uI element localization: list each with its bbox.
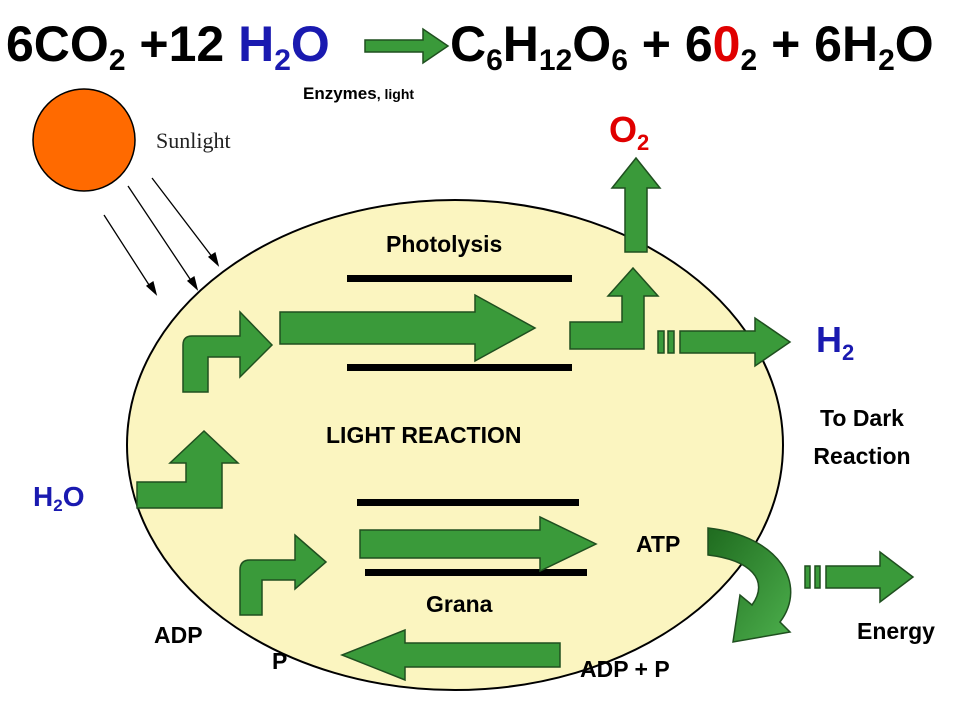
glucose-o-subscript: 6 (611, 44, 628, 77)
plus-twelve: +12 (125, 16, 239, 72)
glucose-h-subscript: 12 (538, 44, 573, 77)
glucose-h: H (502, 16, 539, 72)
plus-six: + 6 (627, 16, 713, 72)
water-product-subscript: 2 (878, 44, 895, 77)
photolysis-label: Photolysis (386, 231, 503, 257)
oxygen-product-subscript: 2 (637, 130, 650, 155)
equation-reactants: 6CO2 +12 H2O (6, 14, 330, 77)
hydrogen-symbol: H (816, 319, 842, 360)
hydrogen-arrow-icon (679, 316, 792, 368)
adp-label: ADP (154, 622, 203, 648)
energy-label: Energy (857, 618, 935, 644)
energy-arrow-dash-icon (814, 565, 821, 589)
co2-term: 6CO (6, 16, 109, 72)
water-h: H (238, 16, 275, 72)
adp-return-arrow-icon (339, 628, 561, 682)
oxygen-up-arrow-icon (610, 156, 662, 253)
adp-plus-p-label: ADP + P (580, 656, 670, 682)
sunlight-rays (103, 177, 220, 296)
atp-label: ATP (636, 531, 681, 557)
water-input-h: H (33, 481, 54, 512)
hydrogen-arrow-dash-icon (657, 330, 665, 354)
reaction-conditions: Enzymes, light (303, 84, 414, 104)
oxygen-product-label: O2 (609, 109, 649, 154)
oxygen-bent-arrow-icon (569, 266, 660, 350)
water-product-o: O (894, 16, 934, 72)
hydrogen-arrow-dash-icon (667, 330, 675, 354)
hydrogen-subscript: 2 (842, 340, 855, 365)
rising-bent-arrow-icon (182, 310, 274, 393)
photolysis-thylakoid-bars (347, 275, 572, 371)
grana-label: Grana (426, 591, 493, 617)
energy-arrow-icon (825, 550, 915, 604)
glucose-c: C (450, 16, 487, 72)
enzymes-text: Enzymes (303, 84, 377, 103)
water-input-subscript: 2 (53, 496, 63, 515)
water-input-label: H2O (33, 481, 85, 515)
oxygen-zero: 0 (712, 16, 741, 72)
water-input-bent-arrow-icon (136, 429, 240, 509)
energy-arrow-dash-icon (804, 565, 811, 589)
photolysis-arrow-icon (279, 293, 537, 363)
sun-icon (32, 88, 136, 192)
water-input-o: O (62, 481, 85, 512)
light-text: , light (376, 86, 415, 102)
glucose-c-subscript: 6 (486, 44, 503, 77)
oxygen-subscript: 2 (740, 44, 758, 77)
to-dark-line-1: To Dark (820, 405, 904, 431)
atp-to-adp-curved-arrow-icon (707, 527, 792, 643)
plus-six-water: + 6H (757, 16, 879, 72)
atp-synthesis-arrow-icon (359, 515, 598, 573)
to-dark-line-2: Reaction (813, 443, 911, 469)
sunlight-label: Sunlight (156, 128, 231, 153)
oxygen-symbol: O (609, 109, 638, 150)
grana-thylakoid-bars (357, 499, 587, 576)
light-reaction-label: LIGHT REACTION (326, 422, 522, 448)
co2-subscript: 2 (108, 44, 126, 77)
water-o: O (290, 16, 330, 72)
equation-arrow-icon (364, 27, 450, 65)
adp-bent-arrow-icon (239, 533, 328, 616)
water-subscript: 2 (274, 44, 291, 77)
glucose-o: O (572, 16, 612, 72)
equation-products: C6H12O6 + 602 + 6H2O (450, 14, 934, 77)
hydrogen-label: H2 (816, 319, 854, 364)
phosphate-label: P (272, 648, 288, 674)
